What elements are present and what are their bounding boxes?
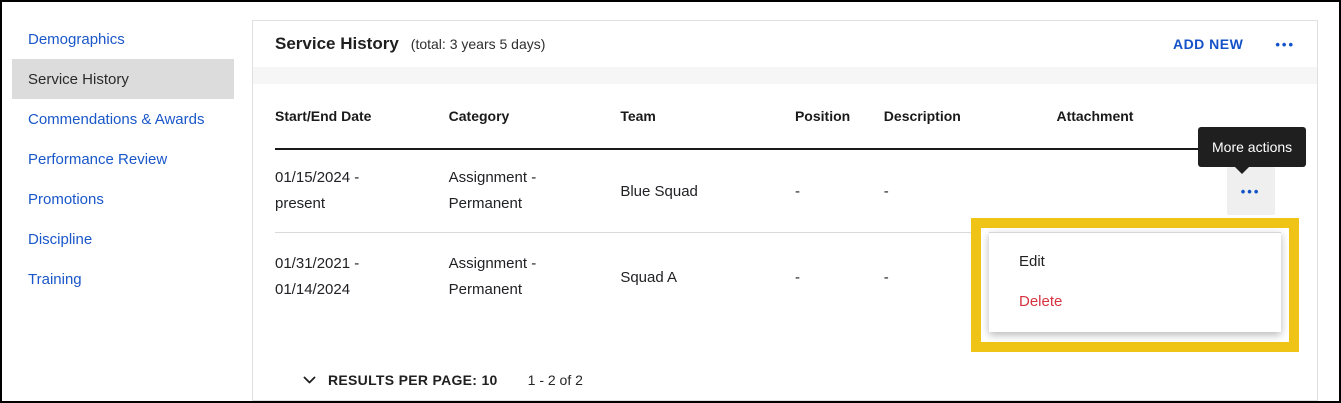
pagination-range: 1 - 2 of 2 bbox=[527, 372, 583, 388]
category-line-1: Assignment - bbox=[448, 169, 537, 186]
cell-start-end-date: 01/15/2024 - present bbox=[275, 165, 449, 217]
cell-category: Assignment - Permanent bbox=[449, 165, 621, 217]
more-actions-tooltip: More actions bbox=[1198, 127, 1307, 174]
panel-header: Service History (total: 3 years 5 days) … bbox=[253, 21, 1317, 67]
column-header-position: Position bbox=[794, 108, 851, 124]
cell-position: - bbox=[794, 182, 800, 200]
sidebar: Demographics Service History Commendatio… bbox=[12, 19, 234, 299]
category-line-2: Permanent bbox=[448, 195, 523, 212]
cell-position: - bbox=[794, 268, 800, 286]
results-per-page-label: RESULTS PER PAGE: 10 bbox=[328, 372, 498, 388]
total-service-time: (total: 3 years 5 days) bbox=[410, 36, 546, 52]
date-line-1: 01/15/2024 - bbox=[275, 169, 360, 186]
date-line-1: 01/31/2021 - bbox=[275, 255, 360, 272]
header-divider-band bbox=[253, 67, 1317, 84]
cell-description: - bbox=[883, 182, 889, 200]
per-page-value: 10 bbox=[481, 372, 498, 388]
menu-item-edit[interactable]: Edit bbox=[1019, 252, 1045, 270]
panel-header-actions: ADD NEW ••• bbox=[1173, 36, 1295, 52]
chevron-down-icon[interactable] bbox=[303, 376, 316, 385]
cell-team: Blue Squad bbox=[620, 182, 698, 200]
per-page-label-text: RESULTS PER PAGE: bbox=[328, 372, 478, 388]
cell-team: Squad A bbox=[620, 268, 678, 286]
cell-category: Assignment - Permanent bbox=[449, 251, 621, 303]
sidebar-item-discipline[interactable]: Discipline bbox=[28, 230, 93, 248]
sidebar-item-commendations-awards[interactable]: Commendations & Awards bbox=[28, 110, 205, 128]
sidebar-item-promotions[interactable]: Promotions bbox=[28, 190, 104, 208]
sidebar-item-service-history[interactable]: Service History bbox=[12, 59, 234, 99]
sidebar-item-performance-review[interactable]: Performance Review bbox=[28, 150, 168, 168]
panel-more-icon[interactable]: ••• bbox=[1275, 36, 1295, 52]
sidebar-item-demographics[interactable]: Demographics bbox=[28, 30, 125, 48]
cell-description: - bbox=[883, 268, 889, 286]
page-title: Service History bbox=[275, 34, 399, 53]
date-line-2: 01/14/2024 bbox=[275, 281, 351, 298]
results-per-page-control[interactable]: RESULTS PER PAGE: 10 1 - 2 of 2 bbox=[303, 372, 583, 388]
table-row: 01/15/2024 - present Assignment - Perman… bbox=[275, 150, 1295, 233]
column-header-category: Category bbox=[448, 108, 510, 124]
service-history-panel: Service History (total: 3 years 5 days) … bbox=[252, 20, 1318, 401]
row-more-actions-button[interactable]: ••• bbox=[1226, 167, 1275, 215]
category-line-2: Permanent bbox=[448, 281, 523, 298]
table-row: 01/31/2021 - 01/14/2024 Assignment - Per… bbox=[275, 233, 1295, 321]
sidebar-item-training[interactable]: Training bbox=[28, 270, 82, 288]
column-header-start-end-date: Start/End Date bbox=[275, 108, 372, 124]
cell-start-end-date: 01/31/2021 - 01/14/2024 bbox=[275, 251, 449, 303]
highlight-box: Edit Delete bbox=[971, 218, 1299, 352]
category-line-1: Assignment - bbox=[448, 255, 537, 272]
column-header-team: Team bbox=[620, 108, 656, 124]
more-horizontal-icon: ••• bbox=[1240, 183, 1261, 199]
menu-item-delete[interactable]: Delete bbox=[1019, 292, 1063, 310]
cell-actions: ••• bbox=[1206, 167, 1295, 215]
add-new-button[interactable]: ADD NEW bbox=[1172, 36, 1244, 52]
service-history-table: Start/End Date Category Team Position De… bbox=[275, 84, 1295, 321]
date-line-2: present bbox=[275, 195, 326, 212]
row-context-menu: Edit Delete bbox=[989, 232, 1281, 332]
column-header-attachment: Attachment bbox=[1056, 108, 1134, 124]
table-header-row: Start/End Date Category Team Position De… bbox=[275, 84, 1295, 150]
column-header-description: Description bbox=[883, 108, 961, 124]
